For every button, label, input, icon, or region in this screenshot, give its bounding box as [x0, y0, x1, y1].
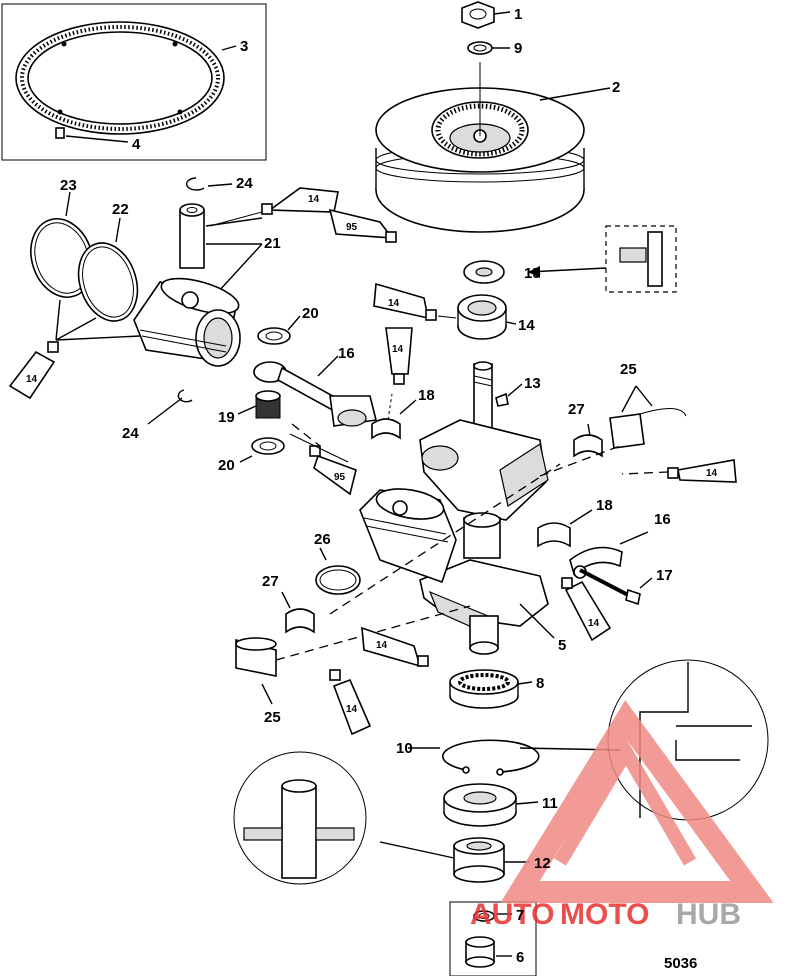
- lubricant-code: 14: [346, 704, 358, 715]
- lower-seal: [443, 783, 539, 827]
- callout-7: 7: [516, 907, 524, 924]
- callout-21: 21: [264, 235, 281, 252]
- retaining-ring-26: [315, 547, 361, 595]
- lubricant-tube: 95: [309, 445, 357, 496]
- callout-20-lower: 20: [218, 457, 235, 474]
- callout-9: 9: [514, 40, 522, 57]
- callout-15: 15: [524, 265, 541, 282]
- callout-3: 3: [240, 38, 248, 55]
- callout-6: 6: [516, 949, 524, 966]
- callout-16-lower: 16: [654, 511, 671, 528]
- watermark-moto: MOTO: [560, 898, 649, 931]
- flywheel-washer: [467, 41, 510, 55]
- watermark-auto: AUTO: [470, 898, 554, 931]
- callout-27-lower: 27: [262, 573, 279, 590]
- callout-10: 10: [396, 740, 413, 757]
- thrust-washers: [239, 315, 301, 463]
- lubricant-code: 14: [376, 640, 388, 651]
- wrist-pin: [179, 203, 263, 293]
- callout-25-lower: 25: [264, 709, 281, 726]
- lower-roller-bearing: [449, 669, 533, 709]
- piston-rings: [30, 191, 141, 341]
- callout-23: 23: [60, 177, 77, 194]
- lubricant-code: 14: [308, 194, 320, 205]
- callout-5: 5: [558, 637, 566, 654]
- callout-24-upper: 24: [236, 175, 253, 192]
- alignment-line-a: [329, 463, 561, 615]
- woodruff-key: [495, 383, 523, 407]
- rod-bearing-lower: [537, 509, 593, 548]
- lubricant-tube: 14: [373, 282, 437, 321]
- lubricant-code: 95: [334, 472, 346, 483]
- callout-1: 1: [514, 6, 522, 23]
- lower-piston: [359, 488, 457, 584]
- lower-seal-detail-inset: [233, 751, 367, 885]
- upper-needle-bearing: [457, 294, 517, 340]
- callout-18-lower: 18: [596, 497, 613, 514]
- lubricant-tube: 14: [561, 577, 612, 642]
- lubricant-code: 14: [588, 618, 600, 629]
- bushing-inset: [449, 901, 537, 976]
- main-bearing-27-lower: [281, 591, 315, 634]
- seal-detail-inset: [527, 225, 677, 293]
- callout-19: 19: [218, 409, 235, 426]
- alignment-line-c: [275, 605, 471, 661]
- callout-26: 26: [314, 531, 331, 548]
- lubricant-tube: 14: [329, 669, 372, 736]
- lower-seal-carrier: [379, 837, 530, 883]
- lubricant-code: 14: [706, 468, 718, 479]
- callout-2: 2: [612, 79, 620, 96]
- callout-24-lower: 24: [122, 425, 139, 442]
- lock-ring-upper: [185, 177, 205, 191]
- lubricant-tube: 14: [667, 459, 737, 483]
- lubricant-code: 14: [392, 344, 404, 355]
- upper-piston: [133, 277, 241, 367]
- lubricant-tube: 14: [261, 187, 339, 215]
- lubricant-code: 14: [388, 298, 400, 309]
- flywheel: [375, 62, 611, 233]
- wrist-pin-bearing: [237, 390, 281, 419]
- callout-20-upper: 20: [302, 305, 319, 322]
- ring-gear-inset: [1, 3, 267, 161]
- figure-number: 5036: [664, 955, 697, 972]
- callout-4: 4: [132, 136, 141, 153]
- lubricant-tube: 14: [385, 327, 413, 385]
- callout-27-upper: 27: [568, 401, 585, 418]
- callout-8: 8: [536, 675, 544, 692]
- lubricant-code: 14: [26, 374, 38, 385]
- lubricant-tube: 14: [361, 626, 429, 668]
- callout-16-upper: 16: [338, 345, 355, 362]
- lubricant-tube: 14: [8, 341, 59, 400]
- rod-bearing-upper: [371, 393, 417, 440]
- upper-seal: [463, 260, 505, 284]
- connecting-rod: [253, 355, 377, 447]
- bearing-race-upper: [609, 385, 687, 449]
- callout-13: 13: [524, 375, 541, 392]
- flywheel-nut: [461, 1, 511, 29]
- bearing-race-lower: [235, 637, 277, 705]
- callout-12: 12: [534, 855, 551, 872]
- lubricant-code: 95: [346, 222, 358, 233]
- watermark-hub: HUB: [676, 898, 741, 931]
- lock-ring-lower: [177, 389, 193, 403]
- callout-18-upper: 18: [418, 387, 435, 404]
- rod-bolt: [579, 568, 653, 606]
- main-bearing-27-upper: [573, 423, 603, 458]
- crankshaft: [419, 361, 555, 655]
- callout-22: 22: [112, 201, 129, 218]
- automotohub-watermark: AUTO MOTO HUB: [470, 700, 774, 931]
- lubricant-tube: 95: [328, 208, 397, 243]
- callout-25-upper: 25: [620, 361, 637, 378]
- callout-14: 14: [518, 317, 535, 334]
- callout-11: 11: [542, 795, 558, 812]
- callout-17: 17: [656, 567, 673, 584]
